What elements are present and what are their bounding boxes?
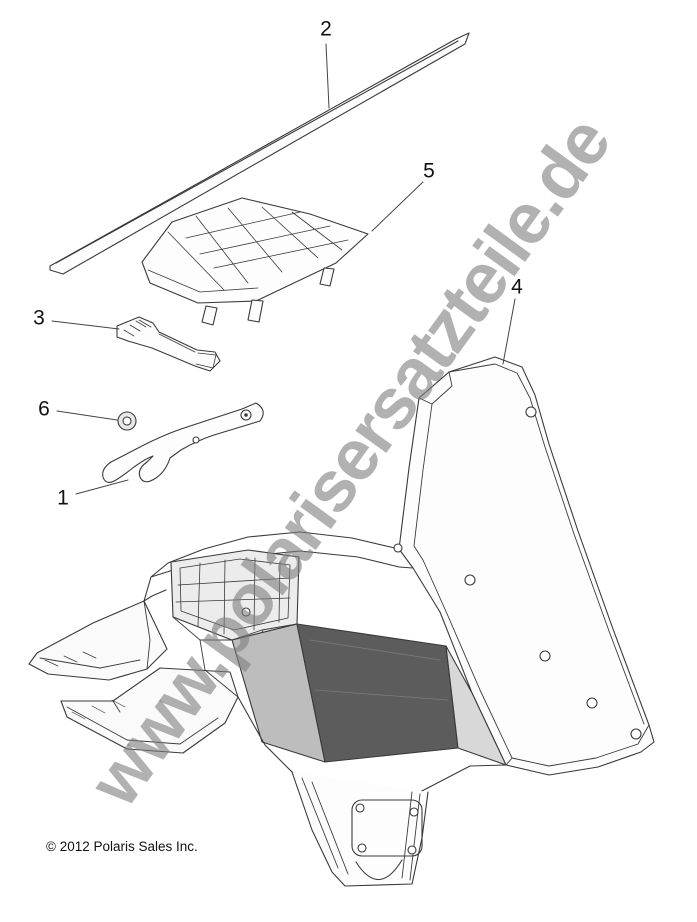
panel-hole-1 (525, 406, 537, 418)
plate-hole-3 (357, 843, 367, 853)
part-2-trim-rod (49, 32, 470, 275)
rim-hole (393, 543, 403, 553)
panel-hole-3 (539, 650, 551, 662)
callout-2: 2 (320, 17, 332, 41)
left-wing-lower-lines (66, 700, 219, 745)
interior-floor-texture (309, 639, 449, 701)
wing-hatch (44, 651, 126, 720)
panel-hole-5 (630, 728, 642, 740)
panel-hole-2 (464, 574, 476, 586)
bottom-tab-arc (355, 859, 403, 880)
latch-outline (116, 316, 221, 372)
bracket-hole-mid (192, 436, 200, 444)
copyright-text: © 2012 Polaris Sales Inc. (46, 839, 198, 854)
callout-1: 1 (57, 486, 69, 510)
rod-inner-line (55, 40, 459, 264)
nut-inner (122, 416, 132, 426)
tongue-ribs (301, 777, 421, 881)
back-panel-inner-lines (413, 363, 650, 767)
left-wing-lower (60, 667, 239, 754)
callout-6: 6 (38, 397, 50, 421)
compartment-grid (175, 557, 291, 635)
plate-hole-4 (407, 845, 417, 855)
callout-5: 5 (423, 159, 435, 183)
part-1-mounting-bracket (102, 402, 264, 483)
compartment-hole (241, 607, 251, 617)
callout-4: 4 (511, 275, 523, 299)
rack-tabs (201, 267, 335, 326)
left-wing-upper (28, 600, 168, 681)
part-3-latch (116, 316, 221, 372)
callout-leader-lines (51, 43, 516, 495)
callout-3: 3 (33, 306, 45, 330)
plate-hole-1 (355, 803, 365, 813)
interior-floor-dark (296, 623, 459, 763)
part-5-rack-insert (141, 197, 369, 326)
mid-structure-lines (172, 616, 298, 743)
plate-hole-2 (409, 807, 419, 817)
part-6-nut (117, 411, 137, 431)
bracket-outline (102, 402, 264, 483)
part-4-main-body (28, 356, 655, 887)
tongue-plate (351, 799, 423, 857)
rack-outline (141, 197, 369, 304)
bracket-hole-right-dot (244, 413, 248, 417)
panel-hole-4 (586, 697, 598, 709)
left-wing-upper-lines (39, 600, 151, 670)
latch-detail-lines (123, 319, 217, 369)
rack-grid-lines (147, 206, 349, 293)
